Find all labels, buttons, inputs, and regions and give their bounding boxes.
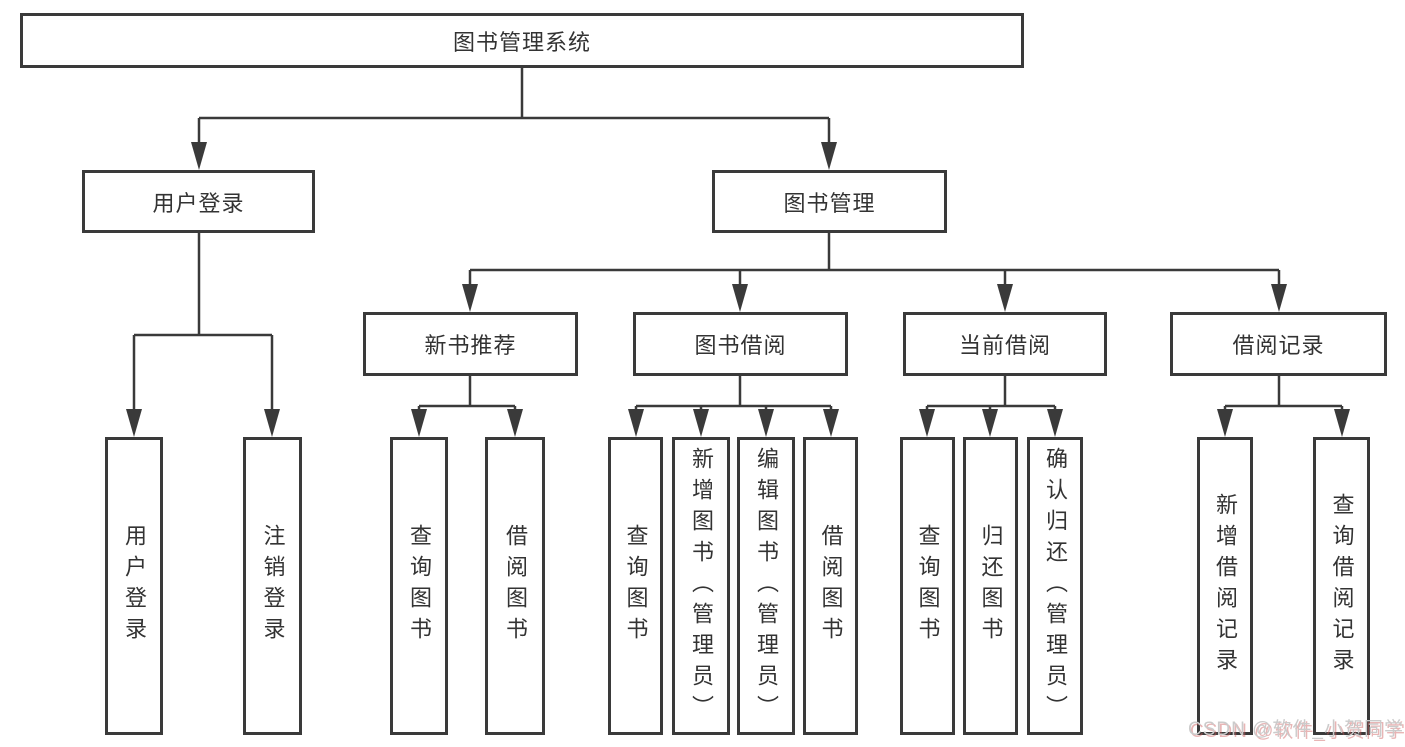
arrowheads	[126, 142, 1350, 437]
arrowhead-icon	[997, 284, 1013, 312]
arrowhead-icon	[1047, 409, 1063, 437]
leaf-records-query-record: 查询借阅记录	[1313, 437, 1370, 735]
arrowhead-icon	[982, 409, 998, 437]
leaf-borrow-edit-book-admin: 编辑图书（管理员）	[737, 437, 795, 735]
arrowhead-icon	[628, 409, 644, 437]
leaf-user-login: 用户登录	[105, 437, 163, 735]
arrowhead-icon	[1271, 284, 1287, 312]
node-new-book-recommend: 新书推荐	[363, 312, 578, 376]
leaf-borrow-add-book-admin: 新增图书（管理员）	[672, 437, 730, 735]
leaf-borrow-borrow-book: 借阅图书	[803, 437, 858, 735]
arrowhead-icon	[919, 409, 935, 437]
node-current-borrow: 当前借阅	[903, 312, 1107, 376]
leaf-recommend-borrow-book: 借阅图书	[485, 437, 545, 735]
arrowhead-icon	[823, 409, 839, 437]
node-book-borrow: 图书借阅	[633, 312, 848, 376]
node-root: 图书管理系统	[20, 13, 1024, 68]
leaf-borrow-query-book: 查询图书	[608, 437, 663, 735]
leaf-logout-login: 注销登录	[243, 437, 302, 735]
leaf-current-return-book: 归还图书	[963, 437, 1018, 735]
leaf-current-query-book: 查询图书	[900, 437, 955, 735]
arrowhead-icon	[507, 409, 523, 437]
arrowhead-icon	[264, 409, 280, 437]
leaf-recommend-query-book: 查询图书	[390, 437, 448, 735]
arrowhead-icon	[758, 409, 774, 437]
connector-segments	[132, 68, 1344, 409]
arrowhead-icon	[821, 142, 837, 170]
watermark: CSDN @软件_小贺同学	[1188, 719, 1404, 740]
arrowhead-icon	[126, 409, 142, 437]
arrowhead-icon	[693, 409, 709, 437]
arrowhead-icon	[191, 142, 207, 170]
leaf-current-confirm-return-admin: 确认归还（管理员）	[1027, 437, 1083, 735]
arrowhead-icon	[411, 409, 427, 437]
leaf-records-add-record: 新增借阅记录	[1197, 437, 1253, 735]
arrowhead-icon	[462, 284, 478, 312]
arrowhead-icon	[732, 284, 748, 312]
arrowhead-icon	[1217, 409, 1233, 437]
node-borrow-records: 借阅记录	[1170, 312, 1387, 376]
node-book-management: 图书管理	[712, 170, 947, 233]
arrowhead-icon	[1334, 409, 1350, 437]
node-user-login: 用户登录	[82, 170, 315, 233]
